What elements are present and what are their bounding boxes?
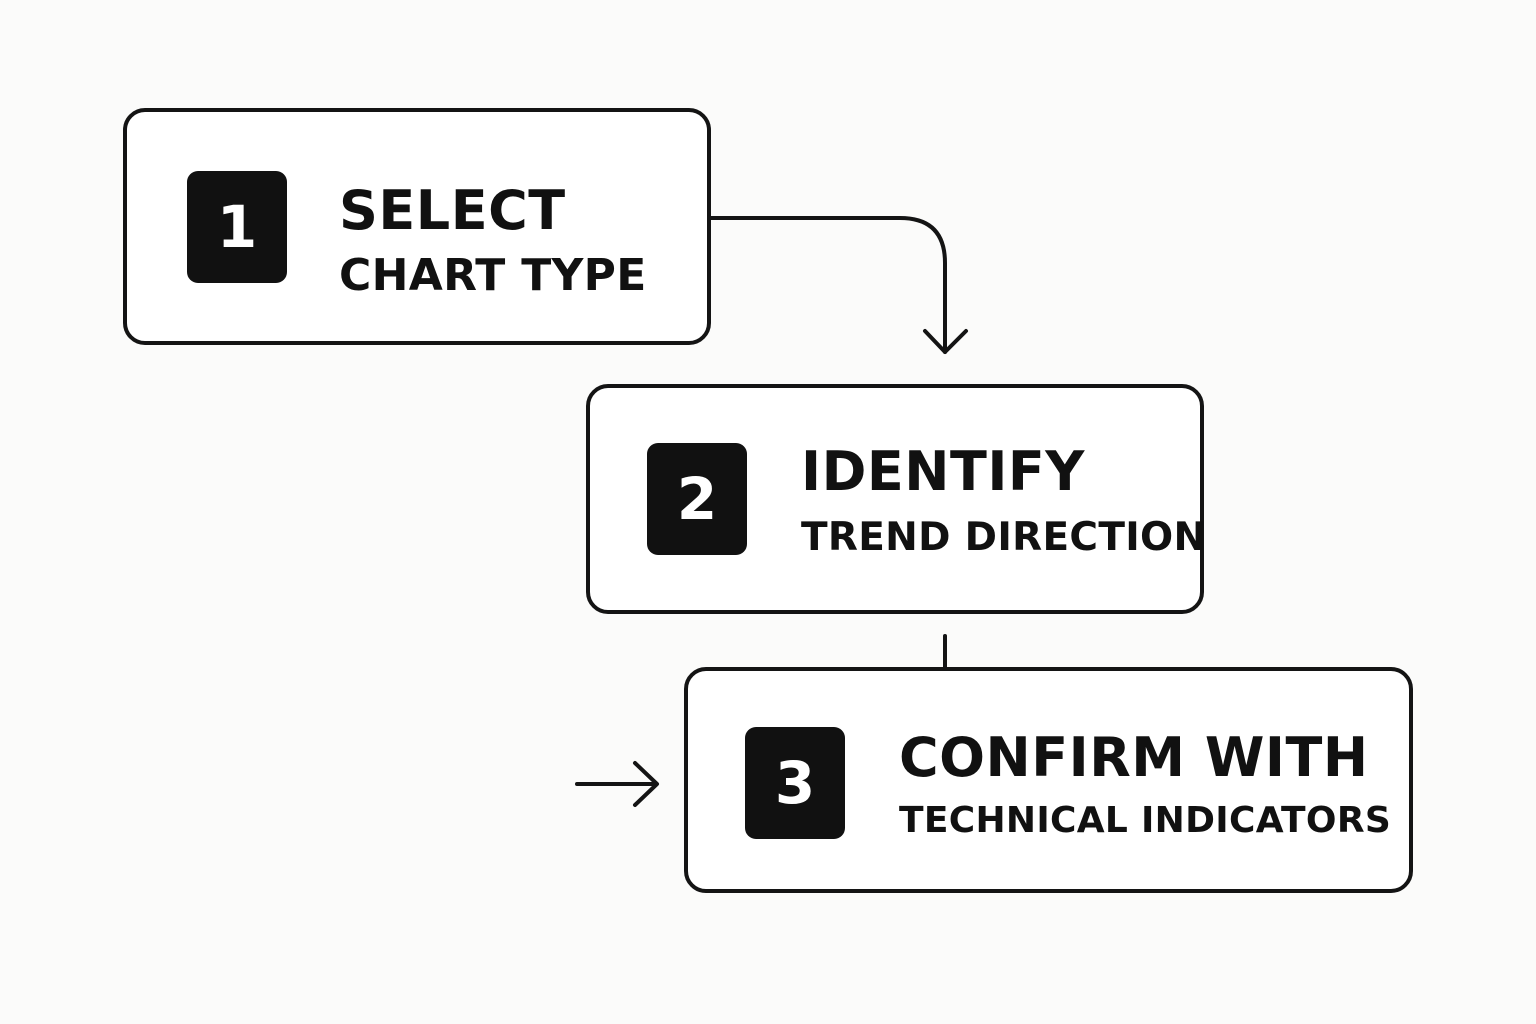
connector-step1-to-step2 [709,216,947,354]
step-subtitle: CHART TYPE [339,250,647,301]
step-number-badge: 1 [187,171,287,283]
step-subtitle: TREND DIRECTION [801,515,1207,560]
step-number-badge: 3 [745,727,845,839]
arrowhead-step2-icon [923,329,968,354]
arrowhead-step3-icon [633,761,659,807]
step-title: IDENTIFY [801,440,1085,503]
step-title: SELECT [339,179,566,242]
step-title: CONFIRM WITH [899,726,1369,789]
step-1-box: 1 SELECT CHART TYPE [123,108,711,345]
step-subtitle: TECHNICAL INDICATORS [899,800,1392,841]
step-2-box: 2 IDENTIFY TREND DIRECTION [586,384,1207,614]
step-3-box: 3 CONFIRM WITH TECHNICAL INDICATORS [684,667,1413,893]
step-number-badge: 2 [647,443,747,555]
